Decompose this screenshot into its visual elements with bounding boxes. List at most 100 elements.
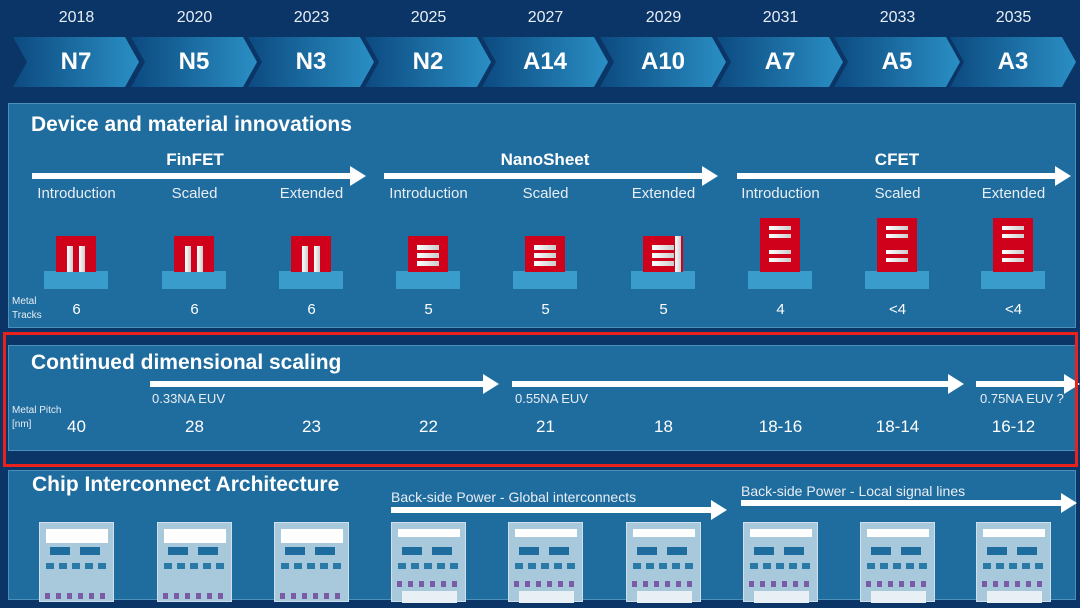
sheet: [417, 253, 439, 258]
label-line: Metal: [12, 296, 37, 307]
local-signal-arrow: [741, 493, 1077, 513]
sheet: [1002, 258, 1024, 262]
finfet-transistor-icon: [174, 236, 214, 272]
interconnect-cross-section: [743, 522, 818, 603]
label-line: Tracks: [12, 310, 42, 321]
label-line: Metal Pitch: [12, 405, 62, 416]
nanosheet-transistor-icon: [525, 236, 565, 272]
substrate-block: [631, 271, 695, 289]
interconnect-diagram-icon: [45, 529, 108, 599]
interconnect-diagram-icon: [632, 529, 695, 603]
metal-pitch-value: 21: [536, 417, 555, 436]
finfet-transistor-icon: [291, 236, 331, 272]
node-chevron: N3: [248, 37, 374, 87]
cfet-transistor-icon: [993, 218, 1033, 272]
stage-label: Scaled: [171, 185, 218, 202]
sheet: [534, 245, 556, 250]
sheet: [534, 261, 556, 266]
interconnect-diagram-icon: [280, 529, 343, 599]
dimensional-scaling-panel: [8, 345, 1076, 451]
year-label: 2027: [527, 9, 564, 26]
group-nanosheet: NanoSheet: [500, 150, 590, 169]
stage-label: Extended: [981, 185, 1046, 202]
metal-tracks-value: 5: [541, 301, 550, 318]
metal-pitch-label: Metal Pitch [nm]: [12, 404, 61, 432]
interconnect-cross-section: [626, 522, 701, 603]
substrate-block: [981, 271, 1045, 289]
sheet: [417, 261, 439, 266]
metal-pitch-value: 28: [185, 417, 204, 436]
metal-tracks-value: <4: [1004, 301, 1023, 318]
metal-tracks-value: 4: [776, 301, 785, 318]
sheet: [417, 245, 439, 250]
metal-pitch-value: 22: [419, 417, 438, 436]
substrate-block: [279, 271, 343, 289]
node-chevron: A3: [950, 37, 1076, 87]
interconnect-cross-section: [391, 522, 466, 603]
year-label: 2033: [879, 9, 916, 26]
scaling-section-title: Continued dimensional scaling: [31, 351, 342, 374]
node-chevron: N5: [131, 37, 257, 87]
euv-055-arrow: [512, 374, 964, 394]
interconnect-cross-section: [976, 522, 1051, 603]
dielectric-wall: [675, 236, 681, 272]
fin: [79, 246, 85, 272]
substrate-block: [396, 271, 460, 289]
phase-label: Back-side Power - Local signal lines: [741, 483, 966, 499]
node-chevron: N2: [365, 37, 491, 87]
metal-tracks-value: 5: [424, 301, 433, 318]
year-label: 2020: [176, 9, 213, 26]
metal-tracks-value: <4: [888, 301, 907, 318]
sheet: [534, 253, 556, 258]
fin: [185, 246, 191, 272]
substrate-block: [748, 271, 812, 289]
sheet: [652, 245, 674, 250]
fin: [197, 246, 203, 272]
sheet: [886, 226, 908, 230]
stage-label: Introduction: [741, 185, 820, 202]
sheet: [1002, 234, 1024, 238]
sheet: [886, 234, 908, 238]
euv-label: 0.75NA EUV ?: [980, 391, 1064, 406]
label-line: [nm]: [12, 419, 32, 430]
substrate-block: [162, 271, 226, 289]
metal-tracks-value: 5: [659, 301, 668, 318]
year-label: 2031: [762, 9, 799, 26]
node-chevron: A10: [600, 37, 726, 87]
interconnect-cross-section: [508, 522, 583, 603]
stage-label: Scaled: [522, 185, 569, 202]
stage-label: Extended: [631, 185, 696, 202]
metal-pitch-value: 18: [654, 417, 673, 436]
device-innovations-panel: [8, 103, 1076, 328]
year-label: 2018: [58, 9, 95, 26]
year-label: 2029: [645, 9, 682, 26]
sheet: [652, 253, 674, 258]
euv-label: 0.55NA EUV: [515, 391, 588, 406]
cfet-arrow: [737, 166, 1071, 186]
interconnect-section-title: Chip Interconnect Architecture: [32, 473, 340, 496]
global-interconnect-arrow: [391, 500, 727, 520]
device-section-title: Device and material innovations: [31, 113, 352, 136]
interconnect-diagram-icon: [163, 529, 226, 599]
stage-label: Introduction: [389, 185, 468, 202]
metal-tracks-value: 6: [190, 301, 199, 318]
sheet: [769, 226, 791, 230]
interconnect-cross-section: [157, 522, 232, 602]
metal-tracks-value: 6: [307, 301, 316, 318]
metal-pitch-value: 40: [67, 417, 86, 436]
stage-label: Introduction: [37, 185, 116, 202]
fin: [314, 246, 320, 272]
nanosheet-arrow: [384, 166, 718, 186]
metal-pitch-value: 18-14: [875, 417, 920, 436]
interconnect-cross-section: [274, 522, 349, 602]
sheet: [652, 261, 674, 266]
group-finfet: FinFET: [166, 150, 224, 169]
fin: [302, 246, 308, 272]
sheet: [769, 250, 791, 254]
euv-033-arrow: [150, 374, 499, 394]
substrate-block: [513, 271, 577, 289]
year-label: 2023: [293, 9, 330, 26]
fin: [67, 246, 73, 272]
phase-label: Back-side Power - Global interconnects: [391, 489, 637, 505]
euv-075-arrow: [976, 374, 1080, 394]
